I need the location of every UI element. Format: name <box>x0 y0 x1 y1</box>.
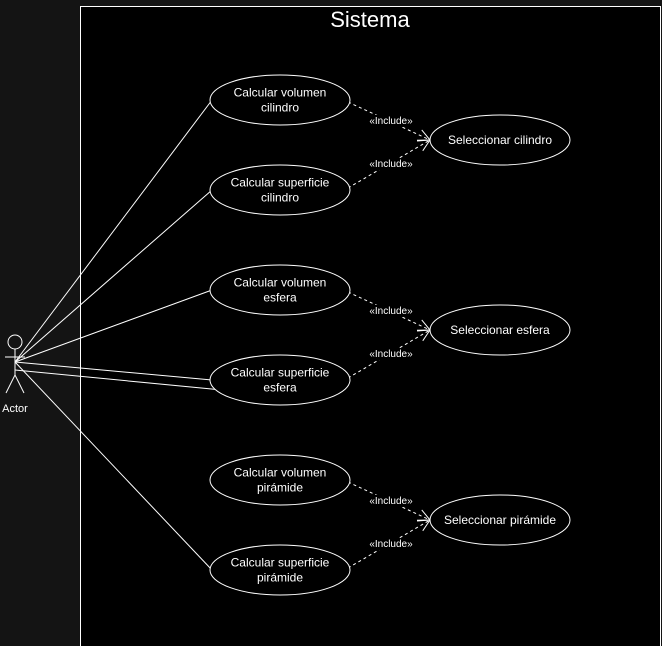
use-case-sel-esf[interactable]: Seleccionar esfera <box>429 304 571 356</box>
use-case-label: Calcular volumen <box>234 86 327 100</box>
use-case-ellipse <box>209 454 351 506</box>
use-case-ellipse <box>209 264 351 316</box>
association-lines <box>14 99 223 571</box>
association-line <box>14 289 213 363</box>
use-case-label: esfera <box>263 291 297 305</box>
association-line <box>14 361 213 571</box>
use-case-label: pirámide <box>257 481 303 495</box>
actor-head <box>7 334 23 350</box>
use-case-sel-pir[interactable]: Seleccionar pirámide <box>429 494 571 546</box>
include-label: «Include» <box>369 306 413 317</box>
include-label-bg <box>369 495 413 507</box>
include-label-bg <box>369 115 413 127</box>
use-case-label: Seleccionar esfera <box>450 323 550 337</box>
system-boundary <box>80 6 661 646</box>
include-line <box>347 139 431 189</box>
include-line <box>347 519 431 569</box>
include-label: «Include» <box>369 349 413 360</box>
use-case-sel-cil[interactable]: Seleccionar cilindro <box>429 114 571 166</box>
use-case-label: cilindro <box>261 101 299 115</box>
use-case-label: cilindro <box>261 191 299 205</box>
use-case-label: Calcular volumen <box>234 276 327 290</box>
association-line <box>14 369 223 391</box>
actor[interactable]: Actor <box>2 334 28 415</box>
association-line <box>14 99 213 363</box>
use-case-ellipse <box>209 164 351 216</box>
include-line <box>347 329 431 379</box>
use-case-ellipse <box>209 544 351 596</box>
include-label: «Include» <box>369 539 413 550</box>
use-case-label: Seleccionar pirámide <box>444 513 556 527</box>
use-case-ellipse <box>429 114 571 166</box>
include-label-bg <box>369 305 413 317</box>
association-line <box>14 189 213 363</box>
actor-left-leg <box>5 374 16 394</box>
include-label-bg <box>369 538 413 550</box>
use-case-label: esfera <box>263 381 297 395</box>
include-label-bg <box>369 158 413 170</box>
include-label: «Include» <box>369 496 413 507</box>
use-case-ellipse <box>429 494 571 546</box>
use-case-ellipse <box>209 74 351 126</box>
include-relations: «Include» «Include» «Include» «Include» «Inc… <box>347 101 432 569</box>
use-case-label: Calcular volumen <box>234 466 327 480</box>
use-case-label: Seleccionar cilindro <box>448 133 552 147</box>
actor-label: Actor <box>2 403 28 415</box>
actor-right-leg <box>14 374 25 394</box>
use-case-label: Calcular superficie <box>231 176 330 190</box>
use-case-label: Calcular superficie <box>231 556 330 570</box>
system-title: Sistema <box>330 7 410 32</box>
use-case-label: Calcular superficie <box>231 366 330 380</box>
use-case-ellipse <box>429 304 571 356</box>
include-label: «Include» <box>369 116 413 127</box>
include-label-bg <box>369 348 413 360</box>
use-case-ellipse <box>209 354 351 406</box>
include-label: «Include» <box>369 159 413 170</box>
association-line <box>14 361 213 381</box>
use-case-label: pirámide <box>257 571 303 585</box>
